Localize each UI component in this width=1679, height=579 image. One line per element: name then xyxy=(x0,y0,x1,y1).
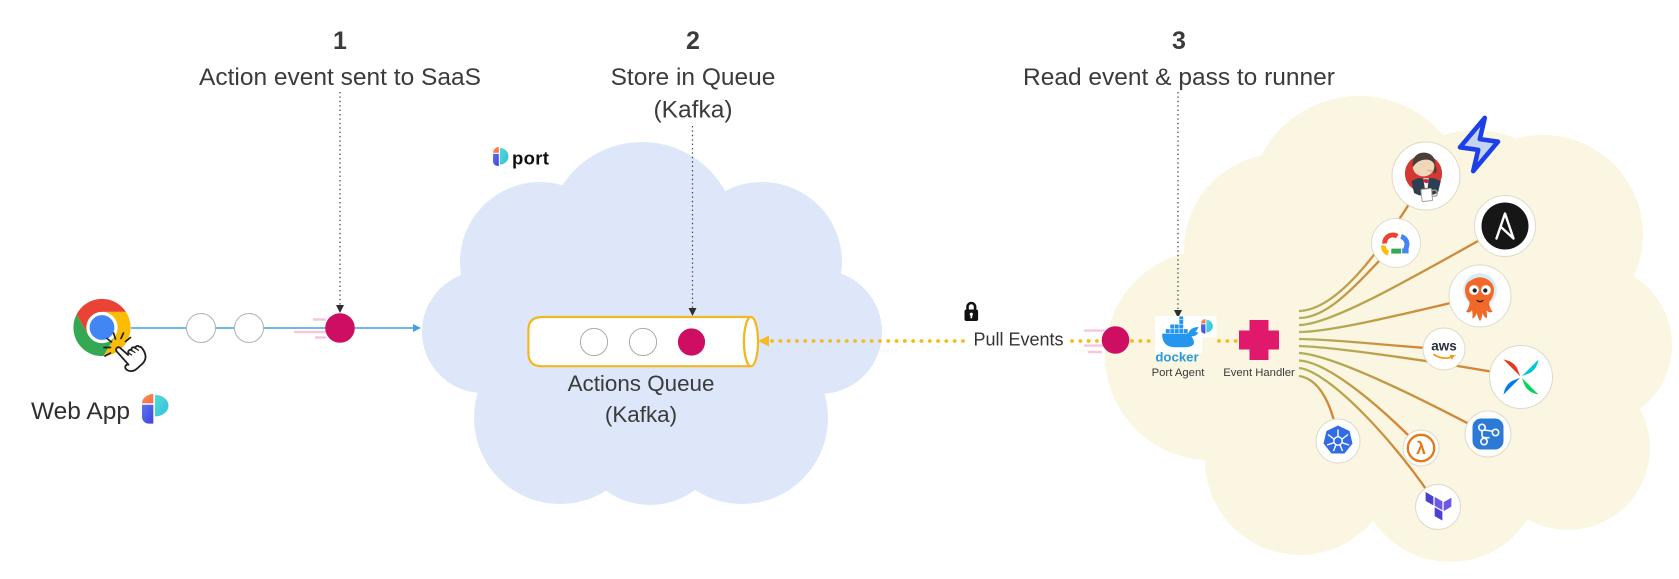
svg-text:Actions Queue: Actions Queue xyxy=(568,371,715,396)
svg-text:Web App: Web App xyxy=(31,398,130,425)
svg-text:port: port xyxy=(512,148,549,169)
svg-text:Action event sent to SaaS: Action event sent to SaaS xyxy=(199,64,481,91)
svg-text:docker: docker xyxy=(1155,350,1198,365)
svg-text:1: 1 xyxy=(333,27,347,55)
svg-text:λ: λ xyxy=(1416,438,1426,458)
svg-text:2: 2 xyxy=(686,27,700,55)
svg-text:Port Agent: Port Agent xyxy=(1152,367,1206,379)
svg-text:Store in Queue: Store in Queue xyxy=(611,64,776,91)
svg-text:Pull Events: Pull Events xyxy=(974,330,1064,350)
svg-text:(Kafka): (Kafka) xyxy=(654,97,733,124)
svg-text:3: 3 xyxy=(1172,27,1186,55)
svg-text:Event Handler: Event Handler xyxy=(1223,367,1295,379)
svg-text:aws: aws xyxy=(1431,339,1457,354)
svg-text:(Kafka): (Kafka) xyxy=(605,402,677,427)
svg-text:Read event & pass to runner: Read event & pass to runner xyxy=(1023,64,1335,91)
